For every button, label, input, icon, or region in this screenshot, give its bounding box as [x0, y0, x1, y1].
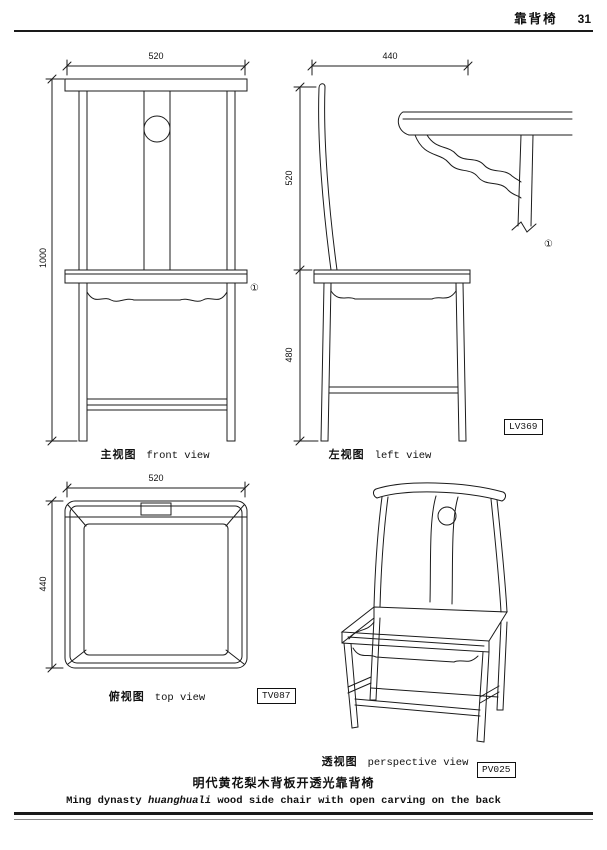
header-title: 靠背椅 [514, 12, 558, 26]
left-view-drawing [293, 59, 473, 446]
caption-english-suffix: wood side chair with open carving on the… [211, 795, 501, 807]
open-carving-circle-perspective [437, 506, 457, 526]
caption-block: 明代黄花梨木背板开透光靠背椅 Ming dynasty huanghuali w… [0, 774, 567, 807]
top-view-code: TV087 [257, 688, 296, 704]
left-view-code: LV369 [504, 419, 543, 435]
header-rule [14, 30, 593, 32]
left-depth-dimension: 440 [382, 51, 398, 61]
front-height-dimension: 1000 [38, 247, 48, 269]
open-carving-circle [143, 115, 171, 143]
page-number: 31 [577, 12, 591, 26]
caption-english: Ming dynasty huanghuali wood side chair … [0, 795, 567, 807]
top-view-label-en: top view [154, 692, 206, 704]
front-view-label: 主视图 front view [70, 446, 240, 462]
front-detail-marker: ① [250, 283, 259, 294]
perspective-view-drawing [340, 482, 508, 743]
perspective-view-label-zh: 透视图 [321, 756, 358, 768]
joint-detail-drawing [397, 111, 573, 233]
perspective-view-label-en: perspective view [367, 757, 469, 769]
front-view-label-en: front view [146, 450, 210, 462]
perspective-view-label: 透视图 perspective view [305, 753, 485, 769]
front-view-label-zh: 主视图 [100, 449, 137, 461]
perspective-view-code: PV025 [477, 762, 516, 778]
front-view-drawing [45, 59, 250, 446]
footer-rule-thin [14, 819, 593, 820]
top-view-label: 俯视图 top view [72, 688, 242, 704]
left-detail-marker: ① [544, 239, 553, 250]
page-header: 靠背椅 31 [514, 8, 591, 27]
footer-rule-thick [14, 812, 593, 815]
top-depth-dimension: 440 [38, 576, 48, 592]
left-seat-height-dimension: 480 [284, 347, 294, 363]
front-width-dimension: 520 [148, 51, 164, 61]
caption-english-italic: huanghuali [148, 795, 212, 807]
top-view-drawing [45, 481, 250, 673]
left-view-label: 左视图 left view [300, 446, 460, 462]
top-view-label-zh: 俯视图 [108, 691, 145, 703]
top-width-dimension: 520 [148, 473, 164, 483]
caption-english-prefix: Ming dynasty [66, 795, 149, 807]
caption-chinese: 明代黄花梨木背板开透光靠背椅 [192, 776, 375, 790]
left-view-label-en: left view [374, 450, 432, 462]
left-back-height-dimension: 520 [284, 170, 294, 186]
left-view-label-zh: 左视图 [328, 449, 365, 461]
